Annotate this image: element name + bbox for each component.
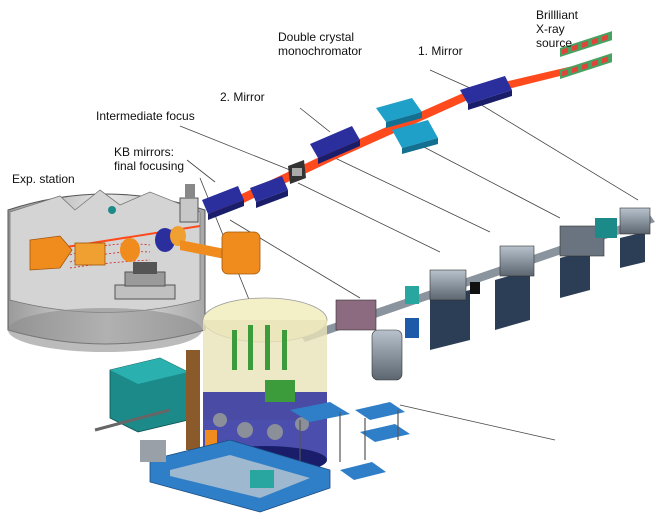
xray-beam (208, 62, 592, 218)
monochromator (376, 98, 438, 154)
mirror-1 (460, 76, 512, 110)
label-intermediate-focus: Intermediate focus (96, 109, 195, 123)
undulator-source (560, 31, 612, 79)
label-kb-mirrors: KB mirrors: final focusing (114, 145, 185, 173)
mirror-2 (310, 126, 360, 164)
label-exp-station: Exp. station (12, 172, 75, 186)
label-mirror-2: 2. Mirror (220, 90, 265, 104)
intermediate-focus-slit (288, 160, 306, 184)
label-mirror-1: 1. Mirror (418, 44, 463, 58)
lower-beamline (300, 207, 655, 381)
experimental-station (7, 184, 261, 352)
label-source: Brillliant X-ray source (536, 8, 579, 50)
kb-mirrors (202, 176, 288, 220)
endstation-assembly (94, 297, 410, 513)
label-monochromator: Double crystal monochromator (278, 30, 363, 58)
